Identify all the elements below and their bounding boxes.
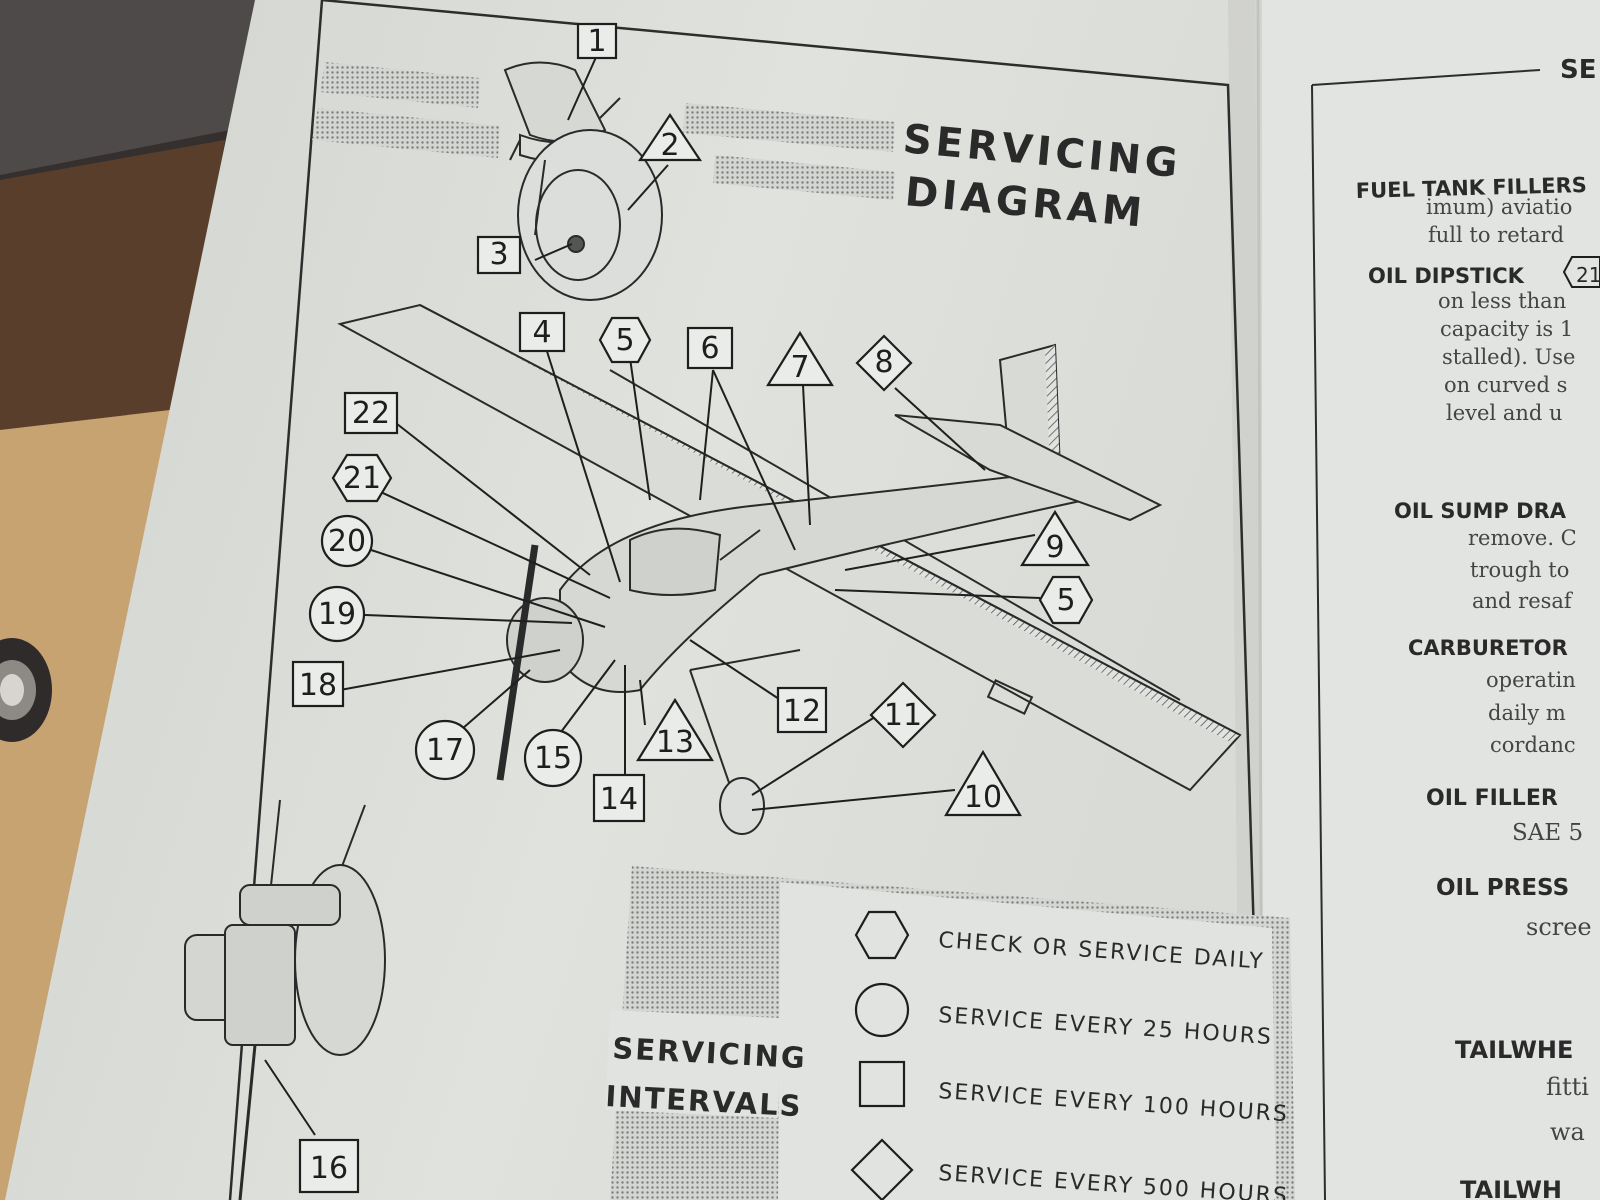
legend-square-icon	[858, 1060, 906, 1108]
svg-text:14: 14	[600, 782, 638, 817]
svg-text:1: 1	[587, 24, 606, 59]
svg-text:3: 3	[489, 237, 508, 272]
svg-text:fitti: fitti	[1546, 1073, 1589, 1101]
svg-text:5: 5	[615, 323, 634, 358]
entry-heading-oil-filler: OIL FILLER	[1426, 786, 1558, 811]
svg-text:18: 18	[299, 668, 337, 703]
entry-heading-tailwheel-2: TAILWH	[1460, 1176, 1562, 1200]
callout-2-triangle: 2	[637, 113, 703, 163]
binder-cover	[0, 0, 255, 175]
svg-text:full to retard: full to retard	[1428, 223, 1564, 247]
svg-text:8: 8	[874, 345, 893, 380]
legend-circle-icon	[854, 982, 910, 1038]
svg-text:capacity is 1: capacity is 1	[1440, 317, 1573, 341]
title-dot-bands	[312, 62, 895, 200]
callout-17-circle: 17	[414, 719, 476, 781]
svg-text:7: 7	[790, 350, 809, 385]
binder-ring	[0, 638, 52, 742]
right-header-fragment: SE	[1560, 55, 1597, 85]
svg-text:on less than: on less than	[1438, 289, 1566, 313]
svg-text:12: 12	[783, 694, 821, 729]
callout-13-triangle: 13	[636, 697, 714, 762]
callout-3-square: 3	[476, 235, 522, 275]
callout-19-circle: 19	[308, 585, 366, 643]
entry-heading-oil-press: OIL PRESS	[1436, 875, 1569, 901]
callout-15-circle: 15	[523, 728, 583, 788]
callout-16-square: 16	[298, 1138, 360, 1194]
callout-12-square: 12	[776, 686, 828, 734]
svg-text:cordanc: cordanc	[1490, 733, 1576, 757]
svg-text:remove. C: remove. C	[1468, 526, 1577, 550]
svg-text:11: 11	[884, 698, 922, 733]
svg-text:level and u: level and u	[1446, 401, 1563, 425]
callout-6-square: 6	[686, 326, 734, 370]
svg-text:9: 9	[1045, 530, 1064, 565]
callout-14-square: 14	[592, 773, 646, 823]
engine-detail-illustration	[184, 799, 386, 1200]
svg-text:10: 10	[964, 780, 1002, 815]
svg-text:on curved s: on curved s	[1444, 373, 1567, 397]
page-frame-top	[321, 0, 1264, 1200]
airplane-illustration	[337, 303, 1242, 835]
svg-text:4: 4	[532, 315, 551, 350]
dipstick-badge-hexagon	[1562, 256, 1600, 288]
callout-18-square: 18	[291, 660, 345, 708]
leader-lines	[264, 54, 1041, 1136]
callout-1-square: 1	[576, 22, 618, 60]
callout-11-diamond: 11	[869, 681, 937, 749]
callout-10-triangle: 10	[944, 749, 1022, 817]
wheel-assembly-illustration	[503, 61, 663, 301]
svg-text:20: 20	[328, 524, 366, 559]
svg-text:daily m: daily m	[1488, 701, 1566, 725]
legend-diamond-icon	[850, 1138, 914, 1200]
svg-text:22: 22	[352, 396, 390, 431]
entry-heading-carburetor: CARBURETOR	[1408, 636, 1568, 660]
callout-4-square: 4	[518, 311, 566, 353]
folder-tan	[0, 410, 170, 1200]
svg-text:SAE 5: SAE 5	[1512, 820, 1583, 846]
callout-9-triangle: 9	[1020, 509, 1090, 567]
svg-text:and resaf: and resaf	[1472, 589, 1574, 613]
callout-5b-hexagon: 5	[1038, 575, 1094, 625]
svg-text:5: 5	[1056, 583, 1075, 618]
legend-hexagon-icon	[854, 910, 910, 960]
svg-text:19: 19	[318, 597, 356, 632]
entry-heading-dipstick: OIL DIPSTICK	[1368, 264, 1525, 288]
svg-text:17: 17	[426, 733, 464, 768]
callout-20-circle: 20	[320, 514, 374, 568]
entry-heading-sump: OIL SUMP DRA	[1394, 499, 1567, 523]
svg-text:wa: wa	[1550, 1118, 1585, 1146]
callout-7-triangle: 7	[766, 330, 834, 387]
svg-text:operatin: operatin	[1486, 668, 1576, 692]
svg-text:6: 6	[700, 331, 719, 366]
callout-22-square: 22	[343, 391, 399, 435]
callout-8-diamond: 8	[855, 334, 913, 392]
svg-text:scree: scree	[1526, 913, 1592, 941]
svg-text:16: 16	[310, 1151, 348, 1186]
entry-heading-tailwheel: TAILWHE	[1455, 1036, 1573, 1064]
servicing-intervals-legend: SERVICING INTERVALS CHECK OR SERVICE DAI…	[605, 866, 1295, 1200]
svg-text:13: 13	[656, 725, 694, 760]
svg-text:imum) aviatio: imum) aviatio	[1426, 195, 1572, 219]
svg-text:21: 21	[1576, 263, 1600, 287]
svg-text:trough to: trough to	[1470, 558, 1569, 582]
callout-5-hexagon: 5	[598, 316, 652, 364]
svg-text:15: 15	[534, 741, 572, 776]
right-page	[1255, 0, 1600, 1200]
svg-text:stalled). Use: stalled). Use	[1442, 345, 1576, 369]
right-page-content: SE FUEL TANK FILLERS imum) aviatio full …	[1311, 55, 1600, 1200]
callout-21-hexagon: 21	[331, 453, 393, 503]
svg-text:21: 21	[343, 461, 381, 496]
svg-text:2: 2	[660, 128, 679, 163]
